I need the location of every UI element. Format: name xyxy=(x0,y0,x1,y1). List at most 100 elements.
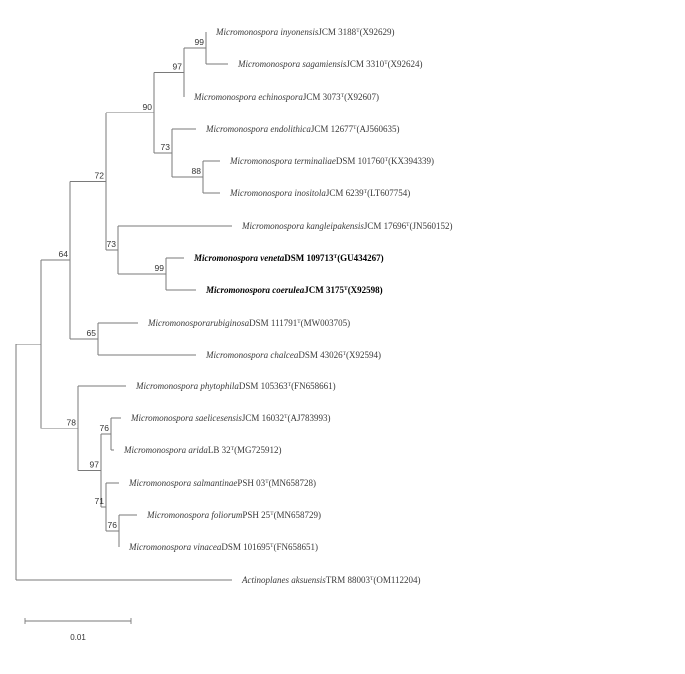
taxon-species: Micromonospora endolithica xyxy=(205,124,311,134)
taxon-strain: DSM 101695 xyxy=(221,542,270,552)
taxon-label-vinacea: Micromonospora vinaceaDSM 101695T(FN6586… xyxy=(128,542,318,552)
bootstrap-n_echino: 97 xyxy=(173,62,183,72)
taxon-accession: (X92624) xyxy=(388,59,423,69)
taxon-label-rubiginosa: MicromonosporarubiginosaDSM 111791T(MW00… xyxy=(147,318,350,328)
taxon-species: Micromonospora inositola xyxy=(229,188,326,198)
scale-bar-label: 0.01 xyxy=(70,633,86,642)
taxon-species: Actinoplanes aksuensis xyxy=(241,575,326,585)
taxon-strain: DSM 43026 xyxy=(298,350,343,360)
bootstrap-n_fol_vin: 76 xyxy=(108,520,118,530)
bootstrap-n_endo: 73 xyxy=(161,142,171,152)
taxon-type-mark: T xyxy=(343,351,347,357)
taxon-strain: JCM 17696 xyxy=(364,221,407,231)
taxon-accession: (MN658729) xyxy=(274,510,322,520)
taxon-label-inyonensis: Micromonospora inyonensisJCM 3188T(X9262… xyxy=(215,27,395,37)
bootstrap-n_ven_coe: 99 xyxy=(155,263,165,273)
taxon-label-veneta: Micromonospora venetaDSM 109713T(GU43426… xyxy=(193,253,384,263)
bootstrap-n_inyo_saga: 99 xyxy=(195,37,205,47)
taxon-accession: (X92598) xyxy=(348,285,383,295)
bootstrap-n_term_inos: 88 xyxy=(192,166,202,176)
taxon-strain: JCM 3188 xyxy=(318,27,356,37)
taxon-accession: (X92607) xyxy=(344,92,379,102)
taxon-strain: DSM 109713 xyxy=(284,253,334,263)
taxon-strain: JCM 3073 xyxy=(303,92,341,102)
taxon-strain: PSH 25 xyxy=(242,510,270,520)
taxon-type-mark: T xyxy=(385,157,389,163)
tree-branches xyxy=(15,32,232,581)
taxon-label-inositola: Micromonospora inositolaJCM 6239T(LT6077… xyxy=(229,188,410,198)
scale-bar: 0.01 xyxy=(24,618,132,642)
taxon-species: Micromonospora coerulea xyxy=(205,285,305,295)
taxon-species: Micromonospora salmantinae xyxy=(128,478,237,488)
taxon-label-echinospora: Micromonospora echinosporaJCM 3073T(X926… xyxy=(193,92,379,102)
bootstrap-n_big: 72 xyxy=(95,170,105,180)
taxon-strain: JCM 12677 xyxy=(311,124,354,134)
taxon-accession: (JN560152) xyxy=(410,221,453,231)
taxon-type-mark: T xyxy=(364,189,368,195)
taxon-label-saelicesensis: Micromonospora saelicesensisJCM 16032T(A… xyxy=(130,413,331,423)
taxon-strain: JCM 3175 xyxy=(304,285,344,295)
taxon-species: Micromonospora vinacea xyxy=(128,542,222,552)
taxon-type-mark: T xyxy=(341,93,345,99)
taxon-label-chalcea: Micromonospora chalceaDSM 43026T(X92594) xyxy=(205,350,381,360)
taxon-species: Micromonospora veneta xyxy=(193,253,285,263)
taxon-accession: (AJ560635) xyxy=(357,124,400,134)
taxon-type-mark: T xyxy=(288,382,292,388)
taxon-label-coerulea: Micromonospora coeruleaJCM 3175T(X92598) xyxy=(205,285,383,295)
taxon-accession: (KX394339) xyxy=(388,156,434,166)
taxon-type-mark: T xyxy=(334,254,338,260)
bootstrap-n_sael_arida: 76 xyxy=(100,423,110,433)
taxon-label-sagamiensis: Micromonospora sagamiensisJCM 3310T(X926… xyxy=(237,59,423,69)
taxon-label-endolithica: Micromonospora endolithicaJCM 12677T(AJ5… xyxy=(205,124,400,134)
taxon-accession: (X92594) xyxy=(346,350,381,360)
taxon-type-mark: T xyxy=(297,319,301,325)
taxon-strain: DSM 101760 xyxy=(336,156,385,166)
taxon-label-phytophila: Micromonospora phytophilaDSM 105363T(FN6… xyxy=(135,381,336,391)
taxon-accession: (MG725912) xyxy=(234,445,282,455)
taxon-strain: DSM 111791 xyxy=(249,318,297,328)
taxon-type-mark: T xyxy=(270,543,274,549)
taxon-species: Micromonospora foliorum xyxy=(146,510,243,520)
taxon-type-mark: T xyxy=(356,28,360,34)
taxon-accession: (X92629) xyxy=(360,27,395,37)
taxon-strain: TRM 88003 xyxy=(326,575,371,585)
bootstrap-n_salm: 71 xyxy=(95,496,105,506)
taxon-label-aksuensis: Actinoplanes aksuensisTRM 88003T(OM11220… xyxy=(241,575,421,585)
taxon-accession: (MW003705) xyxy=(301,318,351,328)
bootstrap-n_rub_chal: 65 xyxy=(87,328,97,338)
taxon-accession: (MN658728) xyxy=(269,478,317,488)
taxon-strain: PSH 03 xyxy=(237,478,265,488)
bootstrap-n_upper: 64 xyxy=(59,249,69,259)
taxon-species: Micromonospora saelicesensis xyxy=(130,413,242,423)
taxon-type-mark: T xyxy=(231,446,235,452)
taxon-accession: (GU434267) xyxy=(337,253,384,263)
taxon-type-mark: T xyxy=(270,511,274,517)
taxon-accession: (FN658661) xyxy=(291,381,336,391)
taxon-species: Micromonospora terminaliae xyxy=(229,156,336,166)
taxon-label-foliorum: Micromonospora foliorumPSH 25T(MN658729) xyxy=(146,510,321,520)
taxon-species: Micromonospora inyonensis xyxy=(215,27,319,37)
taxon-species: Micromonospora arida xyxy=(123,445,208,455)
taxon-label-arida: Micromonospora aridaLB 32T(MG725912) xyxy=(123,445,282,455)
taxon-label-salmantinae: Micromonospora salmantinaePSH 03T(MN6587… xyxy=(128,478,316,488)
taxon-species: Micromonospora chalcea xyxy=(205,350,299,360)
taxon-type-mark: T xyxy=(284,414,288,420)
taxon-strain: LB 32 xyxy=(208,445,231,455)
taxon-accession: (LT607754) xyxy=(367,188,410,198)
taxon-type-mark: T xyxy=(353,125,357,131)
taxon-type-mark: T xyxy=(370,576,374,582)
taxon-label-kangleipakensis: Micromonospora kangleipakensisJCM 17696T… xyxy=(241,221,453,231)
taxon-strain: DSM 105363 xyxy=(239,381,288,391)
taxon-labels: Micromonospora inyonensisJCM 3188T(X9262… xyxy=(123,27,453,585)
taxon-type-mark: T xyxy=(406,222,410,228)
taxon-species: Micromonospora sagamiensis xyxy=(237,59,347,69)
taxon-strain: JCM 6239 xyxy=(326,188,364,198)
taxon-accession: (OM112204) xyxy=(373,575,420,585)
taxon-strain: JCM 16032 xyxy=(242,413,284,423)
bootstrap-n_group_a: 90 xyxy=(143,102,153,112)
taxon-type-mark: T xyxy=(265,479,269,485)
taxon-species: Micromonosporarubiginosa xyxy=(147,318,250,328)
taxon-strain: JCM 3310 xyxy=(346,59,384,69)
